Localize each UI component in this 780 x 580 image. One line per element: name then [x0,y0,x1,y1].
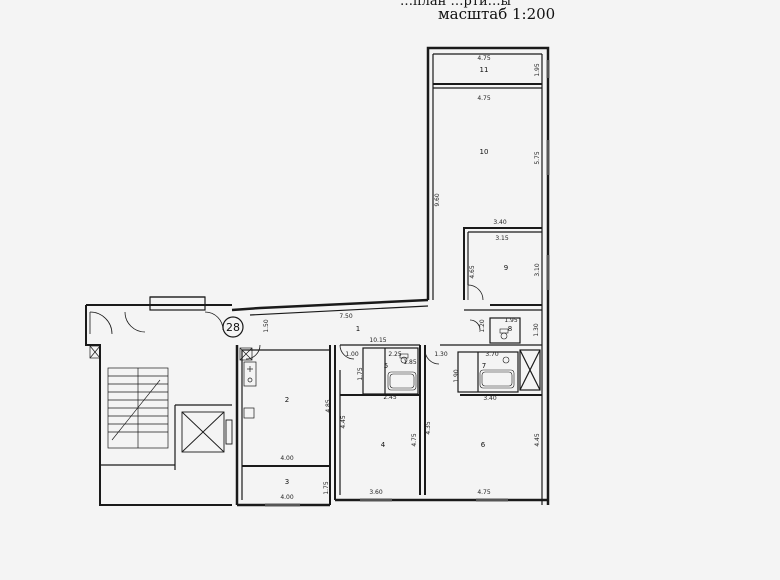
dim-r8-height: 1.30 [533,323,540,337]
bathtub-icon [387,371,417,391]
dim-r4-height-left: 4.45 [340,415,347,429]
shaft-icon [519,349,541,391]
room-4-label: 4 [381,441,386,449]
dim-r11-width: 4.75 [477,55,491,62]
toilet-icon [500,332,508,340]
dim-r7-left: 1.30 [434,351,448,358]
dim-r3-width: 4.00 [280,494,294,501]
dim-r8-left: 1.20 [479,319,486,333]
room-8-label: 8 [508,325,512,333]
windows [265,60,550,507]
room-7-label: 7 [482,362,486,370]
room-11-label: 11 [480,66,489,74]
dim-r4-width: 3.60 [369,489,383,496]
dim-r1-area: 10.15 [369,337,386,344]
dim-r4-height-right: 4.75 [411,433,418,447]
elevator-icon [181,411,233,453]
bathtub-icon [479,369,515,389]
room-2-label: 2 [285,396,289,404]
sink-icon [243,407,255,419]
dim-r5-height: 1.75 [357,367,364,381]
dim-r6-width: 4.75 [477,489,491,496]
room-1-label: 1 [356,325,360,333]
stove-icon [243,361,257,387]
room-10-label: 10 [480,148,489,156]
dim-r7-width: 3.70 [485,351,499,358]
dim-hall-width: 7.50 [339,313,353,320]
plan-title: …план …рти…ы [400,0,511,9]
plan-header: …план …рти…ы масштаб 1:200 [0,0,780,30]
plan-scale: масштаб 1:200 [438,5,556,23]
dim-r10-width: 4.75 [477,95,491,102]
dim-r9-width: 3.15 [495,235,509,242]
dim-r7-height: 1.90 [453,369,460,383]
room-6-label: 6 [481,441,486,449]
stairs-icon [107,367,169,449]
dim-r5-width-2: 1.85 [403,359,417,366]
room-3-label: 3 [285,478,289,486]
room-5-label: 5 [384,362,388,370]
toilet-icon [400,356,408,364]
dim-r2-height: 4.85 [325,399,332,413]
walls [85,46,550,507]
dim-r10-height: 5.75 [534,151,541,165]
shaft-icon [89,345,101,359]
dim-r2-width: 4.00 [280,455,294,462]
dim-r6-height-right: 4.45 [534,433,541,447]
dim-r11-height: 1.95 [534,63,541,77]
dim-r5-left: 1.00 [345,351,359,358]
room-9-label: 9 [504,264,508,272]
dim-r9-height: 4.65 [469,265,476,279]
dim-r5-width: 2.25 [388,351,402,358]
apartment-number: 28 [226,321,240,334]
dim-r9-height-2: 3.10 [534,263,541,277]
dim-hall-height: 1.50 [263,319,270,333]
dim-r9-top-width: 3.40 [493,219,507,226]
dim-r8-width: 1.95 [504,317,518,324]
toilet-icon [502,356,510,364]
dim-r7-bottom: 3.40 [483,395,497,402]
dim-r6-height-left: 4.35 [425,421,432,435]
shaft-icon [239,347,253,361]
dim-r3-height: 1.75 [323,481,330,495]
dim-r5-bottom: 2.45 [383,394,397,401]
apartment-number-badge [222,316,244,338]
dim-corridor-vertical: 9.60 [434,193,441,207]
